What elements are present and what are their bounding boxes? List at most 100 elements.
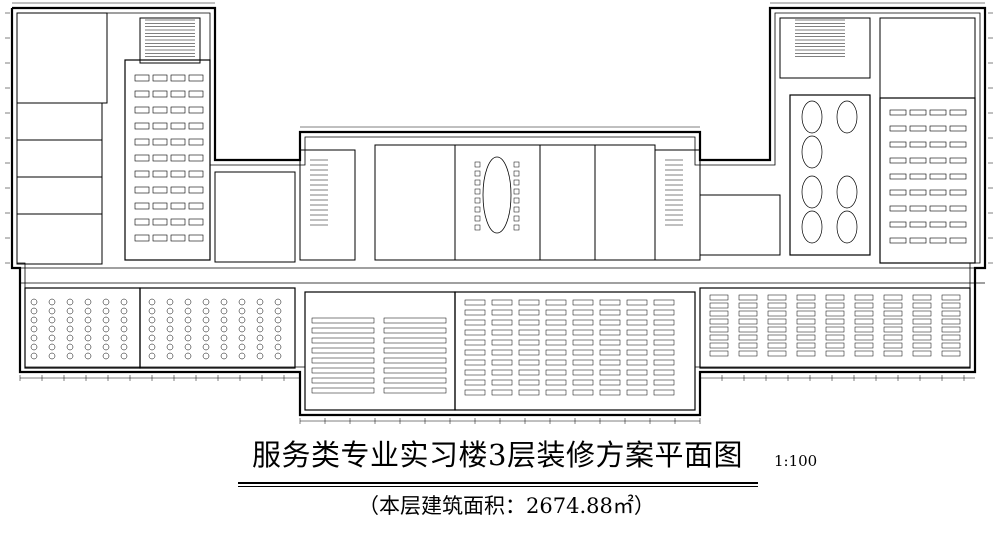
desk <box>653 379 675 386</box>
desk <box>545 389 567 396</box>
desk <box>170 234 186 242</box>
desk <box>738 334 758 341</box>
lab-stool <box>274 298 282 306</box>
desk <box>491 309 513 316</box>
desk <box>929 141 947 148</box>
desk <box>653 339 675 346</box>
desk <box>572 369 594 376</box>
bench-row <box>383 357 447 364</box>
desk <box>518 299 540 306</box>
lab-stool <box>102 298 110 306</box>
desk <box>854 310 874 317</box>
lab-room-1 <box>24 287 141 369</box>
chair <box>474 188 481 195</box>
desk <box>134 90 150 98</box>
desk <box>941 318 961 325</box>
desk <box>854 350 874 357</box>
lab-stool <box>184 316 192 324</box>
desk <box>912 302 932 309</box>
lab-stool <box>166 325 174 333</box>
desk <box>825 342 845 349</box>
reading-room <box>699 287 971 369</box>
desk <box>796 294 816 301</box>
desk <box>170 90 186 98</box>
desk <box>909 141 927 148</box>
lab-stool <box>30 298 38 306</box>
desk <box>599 379 621 386</box>
desk <box>883 310 903 317</box>
desk <box>545 339 567 346</box>
desk <box>767 326 787 333</box>
elevator-lobby <box>594 144 656 261</box>
office-room <box>16 139 103 178</box>
desk <box>599 329 621 336</box>
round-table <box>801 135 823 169</box>
desk <box>599 339 621 346</box>
lab-stool <box>30 343 38 351</box>
chair <box>513 170 520 177</box>
desk <box>491 329 513 336</box>
desk <box>572 349 594 356</box>
desk <box>152 90 168 98</box>
lab-stool <box>202 316 210 324</box>
desk <box>572 319 594 326</box>
lab-stool <box>148 352 156 360</box>
desk <box>941 294 961 301</box>
desk <box>134 74 150 82</box>
desk <box>626 349 648 356</box>
desk <box>170 106 186 114</box>
desk <box>518 369 540 376</box>
desk <box>518 339 540 346</box>
lab-stool <box>148 307 156 315</box>
desk <box>796 318 816 325</box>
meeting-room <box>454 144 541 261</box>
chair <box>513 215 520 222</box>
desk <box>709 294 729 301</box>
lab-stool <box>166 334 174 342</box>
lab-stool <box>184 343 192 351</box>
desk <box>767 334 787 341</box>
lab-stool <box>274 343 282 351</box>
desk <box>134 202 150 210</box>
desk <box>464 339 486 346</box>
lab-stool <box>66 298 74 306</box>
desk <box>889 109 907 116</box>
desk <box>854 302 874 309</box>
stair-center-left <box>299 149 356 261</box>
desk <box>572 299 594 306</box>
lab-stool <box>274 325 282 333</box>
desk <box>491 299 513 306</box>
bench-row <box>311 357 375 364</box>
desk <box>464 329 486 336</box>
office-room <box>16 176 103 215</box>
lab-stool <box>220 343 228 351</box>
desk <box>825 318 845 325</box>
lab-stool <box>48 298 56 306</box>
lab-stool <box>30 334 38 342</box>
desk <box>929 157 947 164</box>
lab-stool <box>66 343 74 351</box>
desk <box>170 186 186 194</box>
lab-stool <box>102 325 110 333</box>
lab-stool <box>84 334 92 342</box>
desk <box>572 379 594 386</box>
desk <box>653 329 675 336</box>
building-walls <box>10 6 987 417</box>
desk <box>626 379 648 386</box>
desk <box>929 109 947 116</box>
desk <box>188 234 204 242</box>
lab-stool <box>256 307 264 315</box>
desk <box>825 326 845 333</box>
lab-stool <box>274 316 282 324</box>
chair <box>474 215 481 222</box>
lab-stool <box>120 298 128 306</box>
desk <box>152 74 168 82</box>
lab-stool <box>184 298 192 306</box>
lab-stool <box>238 307 246 315</box>
desk <box>599 319 621 326</box>
desk <box>599 299 621 306</box>
desk <box>883 318 903 325</box>
desk <box>941 334 961 341</box>
lab-stool <box>238 352 246 360</box>
lab-stool <box>120 343 128 351</box>
